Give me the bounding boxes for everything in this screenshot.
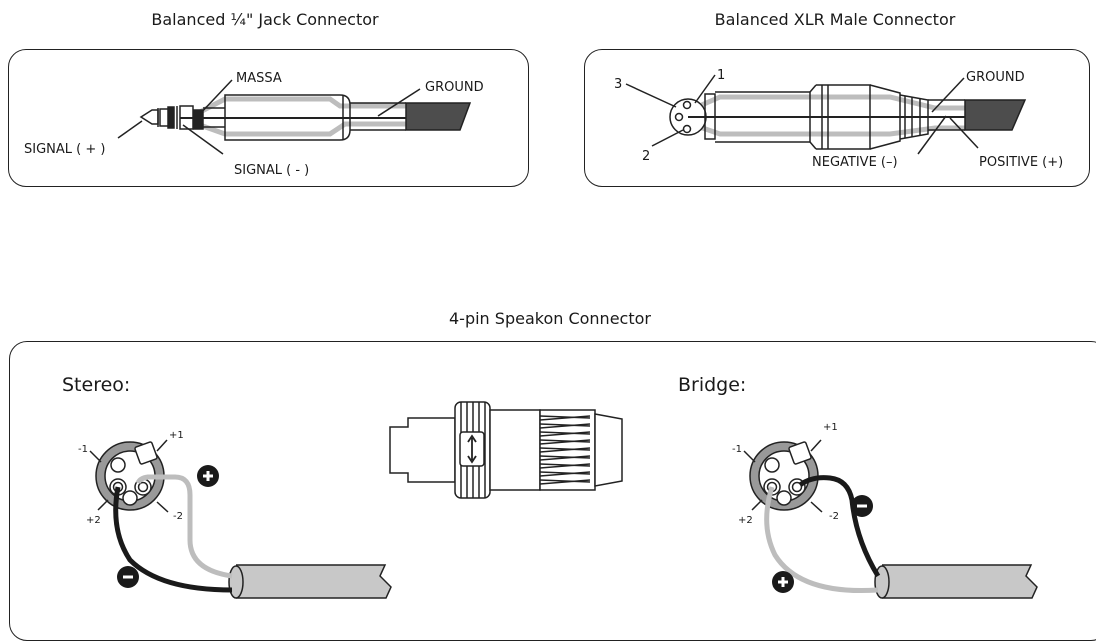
stereo-m1-label: -1 (78, 444, 88, 455)
bridge-m2-label: -2 (829, 511, 839, 522)
stereo-m2-label: -2 (173, 511, 183, 522)
stereo-wires (113, 474, 233, 593)
xlr-pin1-label: 1 (717, 68, 725, 83)
jack-signal-neg-label: SIGNAL ( - ) (234, 163, 309, 178)
xlr-pin3-label: 3 (614, 77, 622, 92)
jack-plug-drawing (139, 94, 472, 141)
stereo-p2-label: +2 (86, 515, 101, 526)
bridge-label: Bridge: (678, 374, 747, 396)
bridge-cable (874, 564, 1038, 599)
bridge-p1-label: +1 (823, 422, 838, 433)
bridge-wires (764, 475, 881, 594)
speakon-plug-drawing (389, 401, 623, 499)
stereo-p1-label: +1 (169, 430, 184, 441)
xlr-positive-label: POSITIVE (+) (979, 155, 1063, 170)
jack-leader-lines (117, 79, 421, 155)
stereo-label: Stereo: (62, 374, 131, 396)
stereo-cable (228, 564, 392, 599)
jack-massa-label: MASSA (236, 71, 282, 86)
xlr-negative-label: NEGATIVE (–) (812, 155, 898, 170)
xlr-pin2-label: 2 (642, 149, 650, 164)
bridge-p2-label: +2 (738, 515, 753, 526)
jack-ground-label: GROUND (425, 80, 484, 95)
xlr-plug-drawing (669, 84, 1027, 150)
bridge-tick-marks (743, 439, 823, 513)
jack-title: Balanced ¼" Jack Connector (151, 10, 379, 29)
stereo-minus-icon (117, 566, 139, 588)
stereo-plus-icon (197, 465, 219, 487)
jack-signal-pos-label: SIGNAL ( + ) (24, 142, 105, 157)
speakon-title: 4-pin Speakon Connector (449, 309, 651, 328)
bridge-plus-icon (772, 571, 794, 593)
stereo-tick-marks (89, 439, 169, 513)
xlr-leader-lines (625, 74, 979, 155)
bridge-m1-label: -1 (732, 444, 742, 455)
bridge-speakon-face (749, 441, 819, 511)
bridge-minus-icon (851, 495, 873, 517)
diagram-canvas: MASSA GROUND SIGNAL ( + ) SIGNAL ( - ) (24, 68, 1063, 599)
xlr-ground-label: GROUND (966, 70, 1025, 85)
xlr-title: Balanced XLR Male Connector (714, 10, 956, 29)
